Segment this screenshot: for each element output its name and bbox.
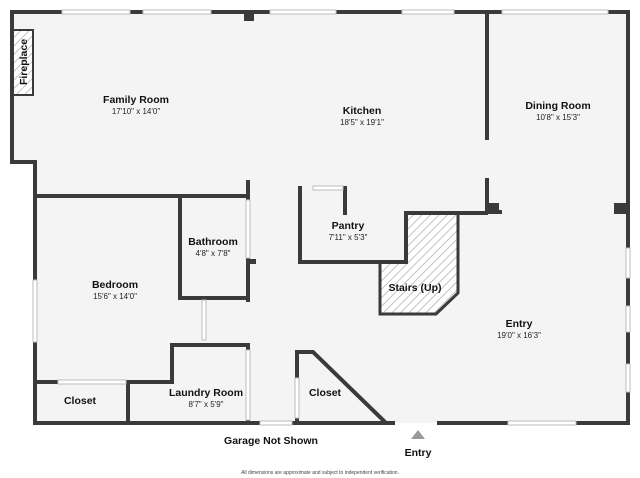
room-name: Dining Room <box>525 100 590 112</box>
window <box>57 379 127 385</box>
room-dining: Dining Room 10'8" x 15'3" <box>525 100 590 122</box>
window <box>625 305 631 333</box>
stairs-label: Stairs (Up) <box>388 282 441 294</box>
window <box>201 299 207 341</box>
room-entry: Entry 19'0" x 16'3" <box>497 318 541 340</box>
entry-arrow-icon <box>411 430 425 439</box>
disclaimer-text: All dimensions are approximate and subje… <box>241 470 399 476</box>
room-dimensions: 19'0" x 16'3" <box>497 331 541 340</box>
room-kitchen: Kitchen 18'5" x 19'1" <box>340 105 384 127</box>
room-bathroom: Bathroom 4'8" x 7'8" <box>188 236 238 258</box>
garage-note: Garage Not Shown <box>224 435 318 447</box>
room-name: Pantry <box>332 220 365 232</box>
room-name: Family Room <box>103 94 169 106</box>
window <box>269 9 337 15</box>
windows <box>32 9 631 426</box>
room-dimensions: 4'8" x 7'8" <box>196 249 231 258</box>
room-name: Bathroom <box>188 236 238 248</box>
room-dimensions: 18'5" x 19'1" <box>340 118 384 127</box>
room-laundry: Laundry Room 8'7" x 5'9" <box>169 387 243 409</box>
closet-right-label: Closet <box>309 387 342 399</box>
window <box>245 349 251 421</box>
wall-stub <box>248 259 256 264</box>
room-dimensions: 17'10" x 14'0" <box>112 107 160 116</box>
window <box>32 279 38 343</box>
wall-stub <box>614 203 628 214</box>
floor-area <box>12 12 628 423</box>
entry-marker-label: Entry <box>405 447 432 459</box>
window <box>625 247 631 279</box>
window <box>245 199 251 259</box>
wall-stub <box>244 12 254 21</box>
window <box>401 9 455 15</box>
fireplace-label: Fireplace <box>18 39 30 85</box>
room-dimensions: 7'11" x 5'3" <box>329 233 368 242</box>
window <box>507 420 577 426</box>
window <box>501 9 609 15</box>
room-family: Family Room 17'10" x 14'0" <box>103 94 169 116</box>
wall-stub <box>485 203 499 214</box>
room-dimensions: 10'8" x 15'3" <box>536 113 580 122</box>
room-name: Bedroom <box>92 279 138 291</box>
window <box>312 185 344 191</box>
room-dimensions: 15'6" x 14'0" <box>93 292 137 301</box>
room-dimensions: 8'7" x 5'9" <box>189 400 224 409</box>
room-name: Laundry Room <box>169 387 243 399</box>
room-name: Kitchen <box>343 105 382 117</box>
window <box>625 363 631 393</box>
window <box>142 9 212 15</box>
closet-left-label: Closet <box>64 395 97 407</box>
window <box>259 420 293 426</box>
room-bedroom: Bedroom 15'6" x 14'0" <box>92 279 138 301</box>
room-name: Entry <box>506 318 533 330</box>
room-pantry: Pantry 7'11" x 5'3" <box>329 220 368 242</box>
window <box>294 377 300 419</box>
window <box>61 9 131 15</box>
